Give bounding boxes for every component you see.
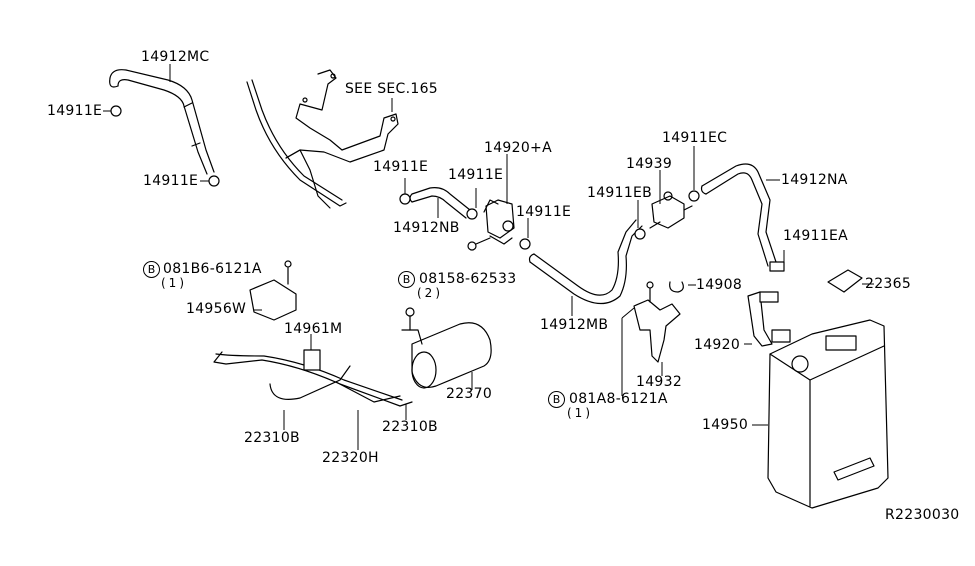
label-14911e-c: 14911E bbox=[373, 159, 429, 175]
label-14950: 14950 bbox=[702, 417, 749, 433]
label-14912na: 14912NA bbox=[781, 172, 848, 188]
label-14920: 14920 bbox=[694, 337, 741, 353]
bracket-14932 bbox=[633, 281, 681, 363]
label-22370: 22370 bbox=[446, 386, 493, 402]
bracket-sec165 bbox=[246, 69, 399, 209]
canister-14950 bbox=[767, 319, 889, 509]
label-22320h: 22320H bbox=[322, 450, 379, 466]
clamp-14911ea bbox=[769, 250, 785, 272]
label-14911e-e: 14911E bbox=[516, 204, 572, 220]
valve-14939 bbox=[649, 191, 693, 229]
bolt-quantity: (2) bbox=[417, 286, 443, 300]
clip-14908 bbox=[669, 281, 696, 293]
label-14912nb: 14912NB bbox=[393, 220, 460, 236]
label-22365: 22365 bbox=[865, 276, 912, 292]
bolt-quantity: (1) bbox=[567, 406, 593, 420]
clamp-14911e-d bbox=[466, 188, 478, 220]
label-14911e-a: 14911E bbox=[47, 103, 103, 119]
filter-22370 bbox=[401, 307, 492, 389]
label-14911ec: 14911EC bbox=[662, 130, 728, 146]
label-14912mb: 14912MB bbox=[540, 317, 609, 333]
bolt-symbol-icon: B bbox=[548, 391, 565, 408]
label-14956w: 14956W bbox=[186, 301, 247, 317]
valve-14920 bbox=[747, 291, 791, 347]
bolt-screw-a bbox=[467, 237, 491, 251]
label-14912mc: 14912MC bbox=[141, 49, 210, 65]
clamp-14911e-a bbox=[103, 105, 122, 117]
bolt-part-number: 081A8-6121A bbox=[569, 391, 668, 407]
clamp-14911e-b bbox=[200, 175, 220, 187]
clamp-14911e-e bbox=[519, 218, 531, 250]
bolt-quantity: (1) bbox=[161, 276, 187, 290]
bolt-part-number: 081B6-6121A bbox=[163, 261, 262, 277]
label-14961m: 14961M bbox=[284, 321, 343, 337]
hose-14912nb bbox=[409, 187, 471, 219]
part-22365 bbox=[827, 269, 874, 293]
clamp-14911eb bbox=[634, 200, 646, 240]
label-22310b-a: 22310B bbox=[244, 430, 300, 446]
clamp-14911ec bbox=[688, 146, 700, 202]
label-22310b-b: 22310B bbox=[382, 419, 438, 435]
reference-code: R2230030 bbox=[885, 507, 960, 523]
valve-14920a bbox=[483, 199, 515, 245]
label-14911ea: 14911EA bbox=[783, 228, 849, 244]
label-14911e-b: 14911E bbox=[143, 173, 199, 189]
label-14920a: 14920+A bbox=[484, 140, 552, 156]
label-14932: 14932 bbox=[636, 374, 683, 390]
bolt-part-number: 08158-62533 bbox=[419, 271, 517, 287]
clamp-14911e-c bbox=[399, 178, 411, 205]
hose-14912mb bbox=[528, 219, 643, 305]
label-14911e-d: 14911E bbox=[448, 167, 504, 183]
bolt-symbol-icon: B bbox=[398, 271, 415, 288]
valve-14956w bbox=[249, 260, 297, 321]
label-14911eb: 14911EB bbox=[587, 185, 653, 201]
bolt-symbol-icon: B bbox=[143, 261, 160, 278]
hose-14912na bbox=[700, 163, 777, 267]
label-see-sec-165: SEE SEC.165 bbox=[345, 81, 439, 97]
hose-14912mc bbox=[109, 69, 215, 175]
label-14939: 14939 bbox=[626, 156, 673, 172]
harness-22320h bbox=[213, 349, 413, 407]
label-14908: 14908 bbox=[696, 277, 743, 293]
